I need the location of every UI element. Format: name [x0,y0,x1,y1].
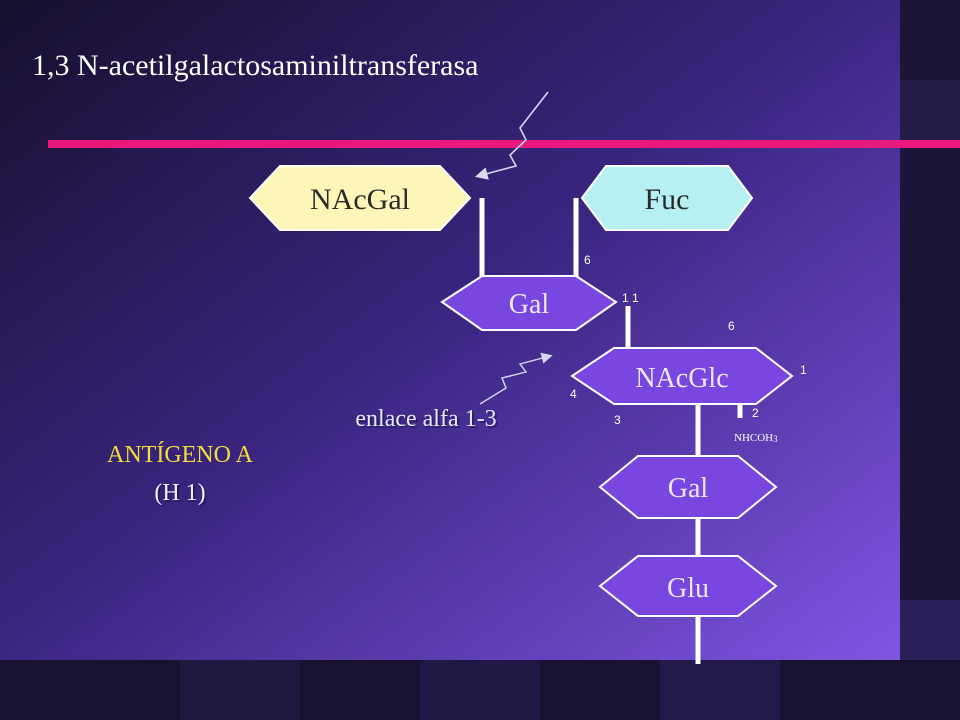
bond-annotation-arrow [479,352,553,405]
glu-hexagon [598,555,778,617]
slide-title: 1,3 N-acetilgalactosaminiltransferasa [32,49,478,82]
nacglc-label: NAcGlc [635,363,728,394]
bond-annotation-shadow: enlace alfa 1-3 [357,408,498,434]
nacgal-label: NAcGal [310,183,410,216]
node-fuc: Fuc [580,165,754,231]
right-border-block [900,600,960,660]
position-gal-1-1: 1 1 [622,291,639,305]
node-gal-top: Gal [440,275,618,331]
position-nacglc-4: 4 [570,387,577,401]
bottom-border-block [180,660,300,720]
node-glu: Glu [598,555,778,617]
node-nacgal: NAcGal [248,165,472,231]
nacgal-hexagon [248,165,472,231]
right-border-block [900,80,960,140]
position-numbers: 6 1 1 6 1 4 3 2 [570,253,807,427]
position-nacglc-2: 2 [752,406,759,420]
bond-annotation: enlace alfa 1-3 [355,406,496,432]
gal-top-label: Gal [509,289,550,320]
gal-bottom-hexagon [598,455,778,519]
accent-bar [48,140,960,148]
bottom-border-block [420,660,540,720]
fuc-label: Fuc [645,183,690,216]
nhcoh-text: NHCOH [734,432,773,444]
node-gal-bottom: Gal [598,455,778,519]
nhcoh-subscript: 3 [773,434,778,444]
position-nacglc-6: 6 [728,319,735,333]
node-nacglc: NAcGlc [570,347,794,405]
bottom-border-block [660,660,780,720]
gal-top-hexagon [440,275,618,331]
antigen-title: ANTÍGENO A [107,442,254,468]
position-gal-fuc-6: 6 [584,253,591,267]
antigen-subtitle-shadow: (H 1) [156,482,207,508]
nhcoh-label: NHCOH3 [734,432,778,444]
glu-label: Glu [667,573,709,604]
fuc-hexagon [580,165,754,231]
position-nacglc-1: 1 [800,363,807,377]
enzyme-arrow [474,91,549,180]
position-nacglc-3: 3 [614,413,621,427]
antigen-subtitle: (H 1) [154,480,205,506]
gal-bottom-label: Gal [668,473,709,504]
nacglc-hexagon [570,347,794,405]
